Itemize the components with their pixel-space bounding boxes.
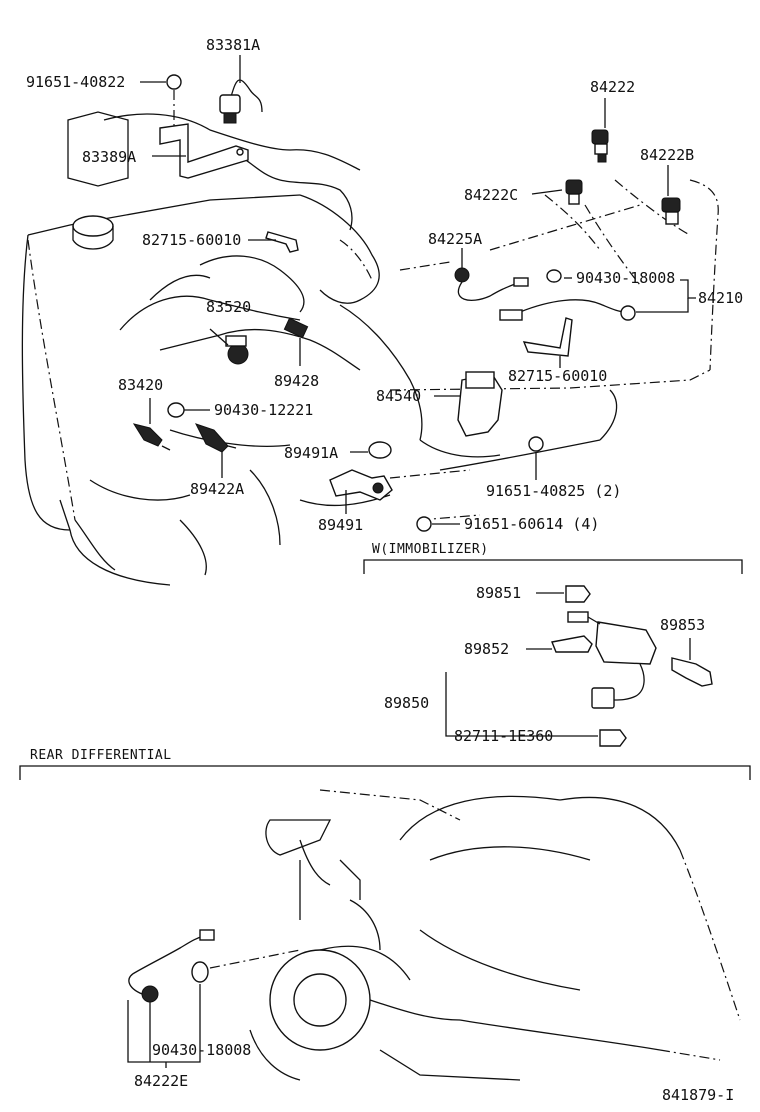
sensor-89428 xyxy=(283,317,309,339)
bracket-83389a xyxy=(159,123,249,179)
label-82715-60010-a: 82715-60010 xyxy=(142,231,241,249)
label-90430-12221: 90430-12221 xyxy=(214,401,313,419)
switch-84222 xyxy=(591,129,609,163)
vacuum-switch-83381a xyxy=(219,79,263,124)
engine-block-outline xyxy=(21,111,719,586)
label-89852: 89852 xyxy=(464,640,509,658)
clamp-82715-60010-b xyxy=(522,317,573,357)
oring-89491a xyxy=(368,441,392,459)
sensor-89422a xyxy=(195,423,237,453)
sensor-84225a xyxy=(454,267,529,302)
label-84210: 84210 xyxy=(698,289,743,307)
switch-84222b xyxy=(661,197,681,225)
label-83389A: 83389A xyxy=(82,148,136,166)
label-89851: 89851 xyxy=(476,584,521,602)
rear-differential-housing xyxy=(249,789,741,1081)
label-83420: 83420 xyxy=(118,376,163,394)
gasket-90430-18008-a xyxy=(546,269,562,283)
label-84222C: 84222C xyxy=(464,186,518,204)
label-90430-18008-b: 90430-18008 xyxy=(152,1041,251,1059)
label-84225A: 84225A xyxy=(428,230,482,248)
sensor-83420 xyxy=(132,423,171,451)
drawing-number: 841879-I xyxy=(662,1086,734,1104)
section-title-immobilizer: W(IMMOBILIZER) xyxy=(372,542,489,557)
label-91651-40825: 91651-40825 (2) xyxy=(486,482,621,500)
gasket-90430-12221 xyxy=(167,402,185,418)
label-90430-18008-a: 90430-18008 xyxy=(576,269,675,287)
label-89422A: 89422A xyxy=(190,480,244,498)
label-82711-1E360: 82711-1E360 xyxy=(454,727,553,745)
section-title-rear-differential: REAR DIFFERENTIAL xyxy=(30,748,172,763)
label-84222: 84222 xyxy=(590,78,635,96)
label-82715-60010-b: 82715-60010 xyxy=(508,367,607,385)
label-89850: 89850 xyxy=(384,694,429,712)
label-89428: 89428 xyxy=(274,372,319,390)
label-84540: 84540 xyxy=(376,387,421,405)
sensor-89491 xyxy=(329,469,393,501)
oil-filler-hex xyxy=(67,111,129,187)
rear-leader-lines xyxy=(127,949,301,1068)
sensor-83520 xyxy=(225,335,249,365)
label-89491: 89491 xyxy=(318,516,363,534)
label-91651-40822: 91651-40822 xyxy=(26,73,125,91)
label-84222E: 84222E xyxy=(134,1072,188,1090)
sensor-84210 xyxy=(499,299,636,321)
label-84222B: 84222B xyxy=(640,146,694,164)
label-89491A: 89491A xyxy=(284,444,338,462)
gasket-90430-18008-b xyxy=(191,961,209,983)
switch-84222c xyxy=(565,179,583,205)
label-91651-60614: 91651-60614 (4) xyxy=(464,515,599,533)
part-labels: 83381A 91651-40822 83389A 82715-60010 83… xyxy=(26,36,743,1104)
immobilizer-section-bracket xyxy=(363,559,743,574)
rear-differential-section-bracket xyxy=(19,765,751,780)
label-83381A: 83381A xyxy=(206,36,260,54)
switch-84540 xyxy=(457,371,503,437)
label-83520: 83520 xyxy=(206,298,251,316)
label-89853: 89853 xyxy=(660,616,705,634)
clamp-82715-60010-a xyxy=(265,231,299,253)
immobilizer-parts xyxy=(445,585,713,747)
sensor-84222e xyxy=(128,929,215,1003)
engine-leader-lines xyxy=(140,55,696,532)
